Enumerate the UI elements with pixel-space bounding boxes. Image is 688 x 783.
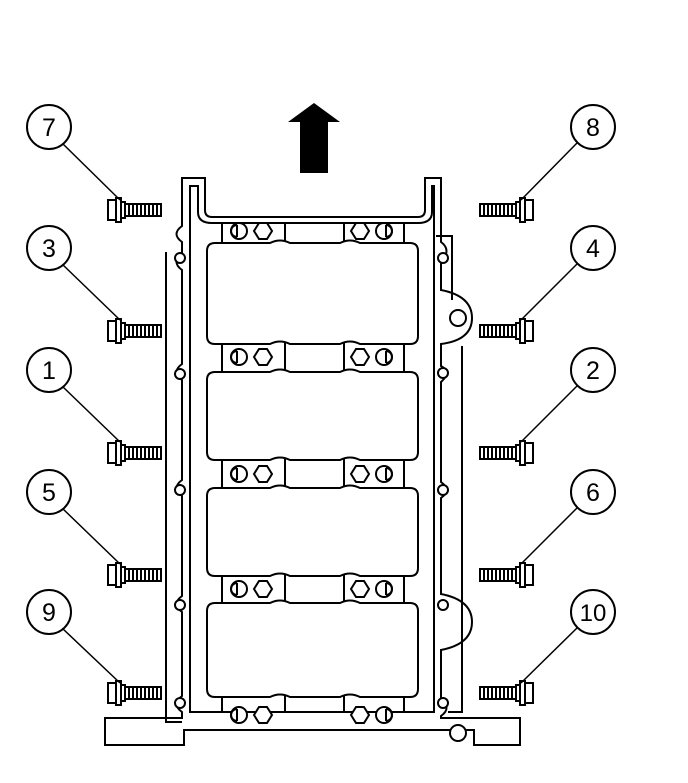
callout-label-2: 2 bbox=[586, 357, 600, 385]
up-arrow-icon bbox=[288, 103, 340, 173]
bolts-right bbox=[480, 198, 533, 705]
callout-8: 8 bbox=[570, 104, 616, 150]
bolts-left bbox=[107, 197, 162, 706]
callout-5: 5 bbox=[26, 469, 72, 515]
callout-label-1: 1 bbox=[42, 357, 56, 385]
callout-label-7: 7 bbox=[42, 114, 56, 142]
callout-label-8: 8 bbox=[586, 114, 600, 142]
gasket-holes bbox=[174, 252, 467, 742]
callout-label-4: 4 bbox=[586, 235, 600, 263]
callout-2: 2 bbox=[570, 347, 616, 393]
callout-6: 6 bbox=[570, 469, 616, 515]
callout-10: 10 bbox=[570, 589, 616, 635]
callout-label-6: 6 bbox=[586, 479, 600, 507]
callout-3: 3 bbox=[26, 225, 72, 271]
cap-rails bbox=[221, 222, 405, 712]
callout-label-9: 9 bbox=[42, 599, 56, 627]
leader-lines bbox=[61, 142, 578, 684]
bearing-blocks bbox=[206, 239, 419, 698]
callout-1: 1 bbox=[26, 347, 72, 393]
callout-label-3: 3 bbox=[42, 235, 56, 263]
callout-label-10: 10 bbox=[580, 600, 607, 627]
callout-7: 7 bbox=[26, 104, 72, 150]
callout-4: 4 bbox=[570, 225, 616, 271]
callout-label-5: 5 bbox=[42, 479, 56, 507]
callout-9: 9 bbox=[26, 589, 72, 635]
callouts: 7 3 1 5 9 8 4 2 bbox=[26, 104, 616, 635]
